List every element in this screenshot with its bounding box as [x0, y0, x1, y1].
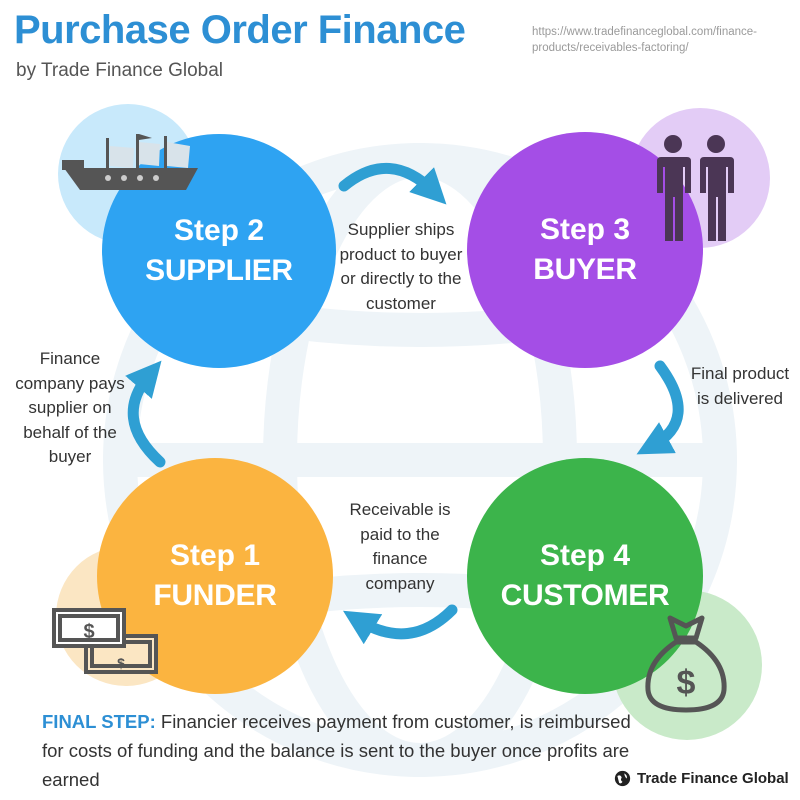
ship-icon: [62, 134, 198, 190]
role-label: FUNDER: [153, 579, 277, 612]
money-bag-icon: $: [645, 615, 727, 713]
svg-text:$: $: [83, 621, 94, 643]
step-label: Step 3: [539, 213, 631, 246]
role-label: SUPPLIER: [145, 254, 293, 287]
final-step-text: Financier receives payment from customer…: [42, 711, 631, 790]
svg-text:$: $: [117, 655, 125, 671]
caption-receivable-paid: Receivable is paid to the finance compan…: [349, 500, 451, 593]
final-step-label: FINAL STEP:: [42, 711, 156, 732]
arrow-buyer-to-customer: [636, 360, 684, 455]
svg-text:$: $: [677, 664, 696, 702]
arrow-funder-to-supplier: [125, 360, 166, 468]
role-label: CUSTOMER: [500, 579, 670, 612]
arrow-customer-to-funder: [343, 604, 458, 645]
brand-footer: Trade Finance Global: [614, 770, 789, 787]
step-label: Step 4: [539, 539, 631, 572]
caption-supplier-ships: Supplier ships product to buyer or direc…: [339, 220, 463, 313]
globe-icon: [614, 770, 631, 787]
banknotes-icon: $ $: [52, 608, 158, 674]
arrow-supplier-to-buyer: [338, 162, 447, 205]
role-label: BUYER: [533, 253, 637, 286]
step-2-supplier-circle: Step 2 SUPPLIER: [102, 134, 336, 368]
page-title: Purchase Order Finance: [14, 8, 466, 52]
source-url: https://www.tradefinanceglobal.com/finan…: [532, 26, 758, 54]
step-label: Step 2: [173, 214, 265, 247]
step-label: Step 1: [169, 539, 261, 572]
brand-name: Trade Finance Global: [637, 770, 789, 787]
caption-final-delivered: Final product is delivered: [690, 364, 790, 408]
people-icon: [657, 135, 734, 241]
caption-finance-pays: Finance company pays supplier on behalf …: [15, 349, 125, 466]
final-step-note: FINAL STEP: Financier receives payment f…: [42, 707, 642, 794]
step-3-buyer-circle: Step 3 BUYER: [467, 132, 703, 368]
page-subtitle: by Trade Finance Global: [16, 60, 224, 81]
